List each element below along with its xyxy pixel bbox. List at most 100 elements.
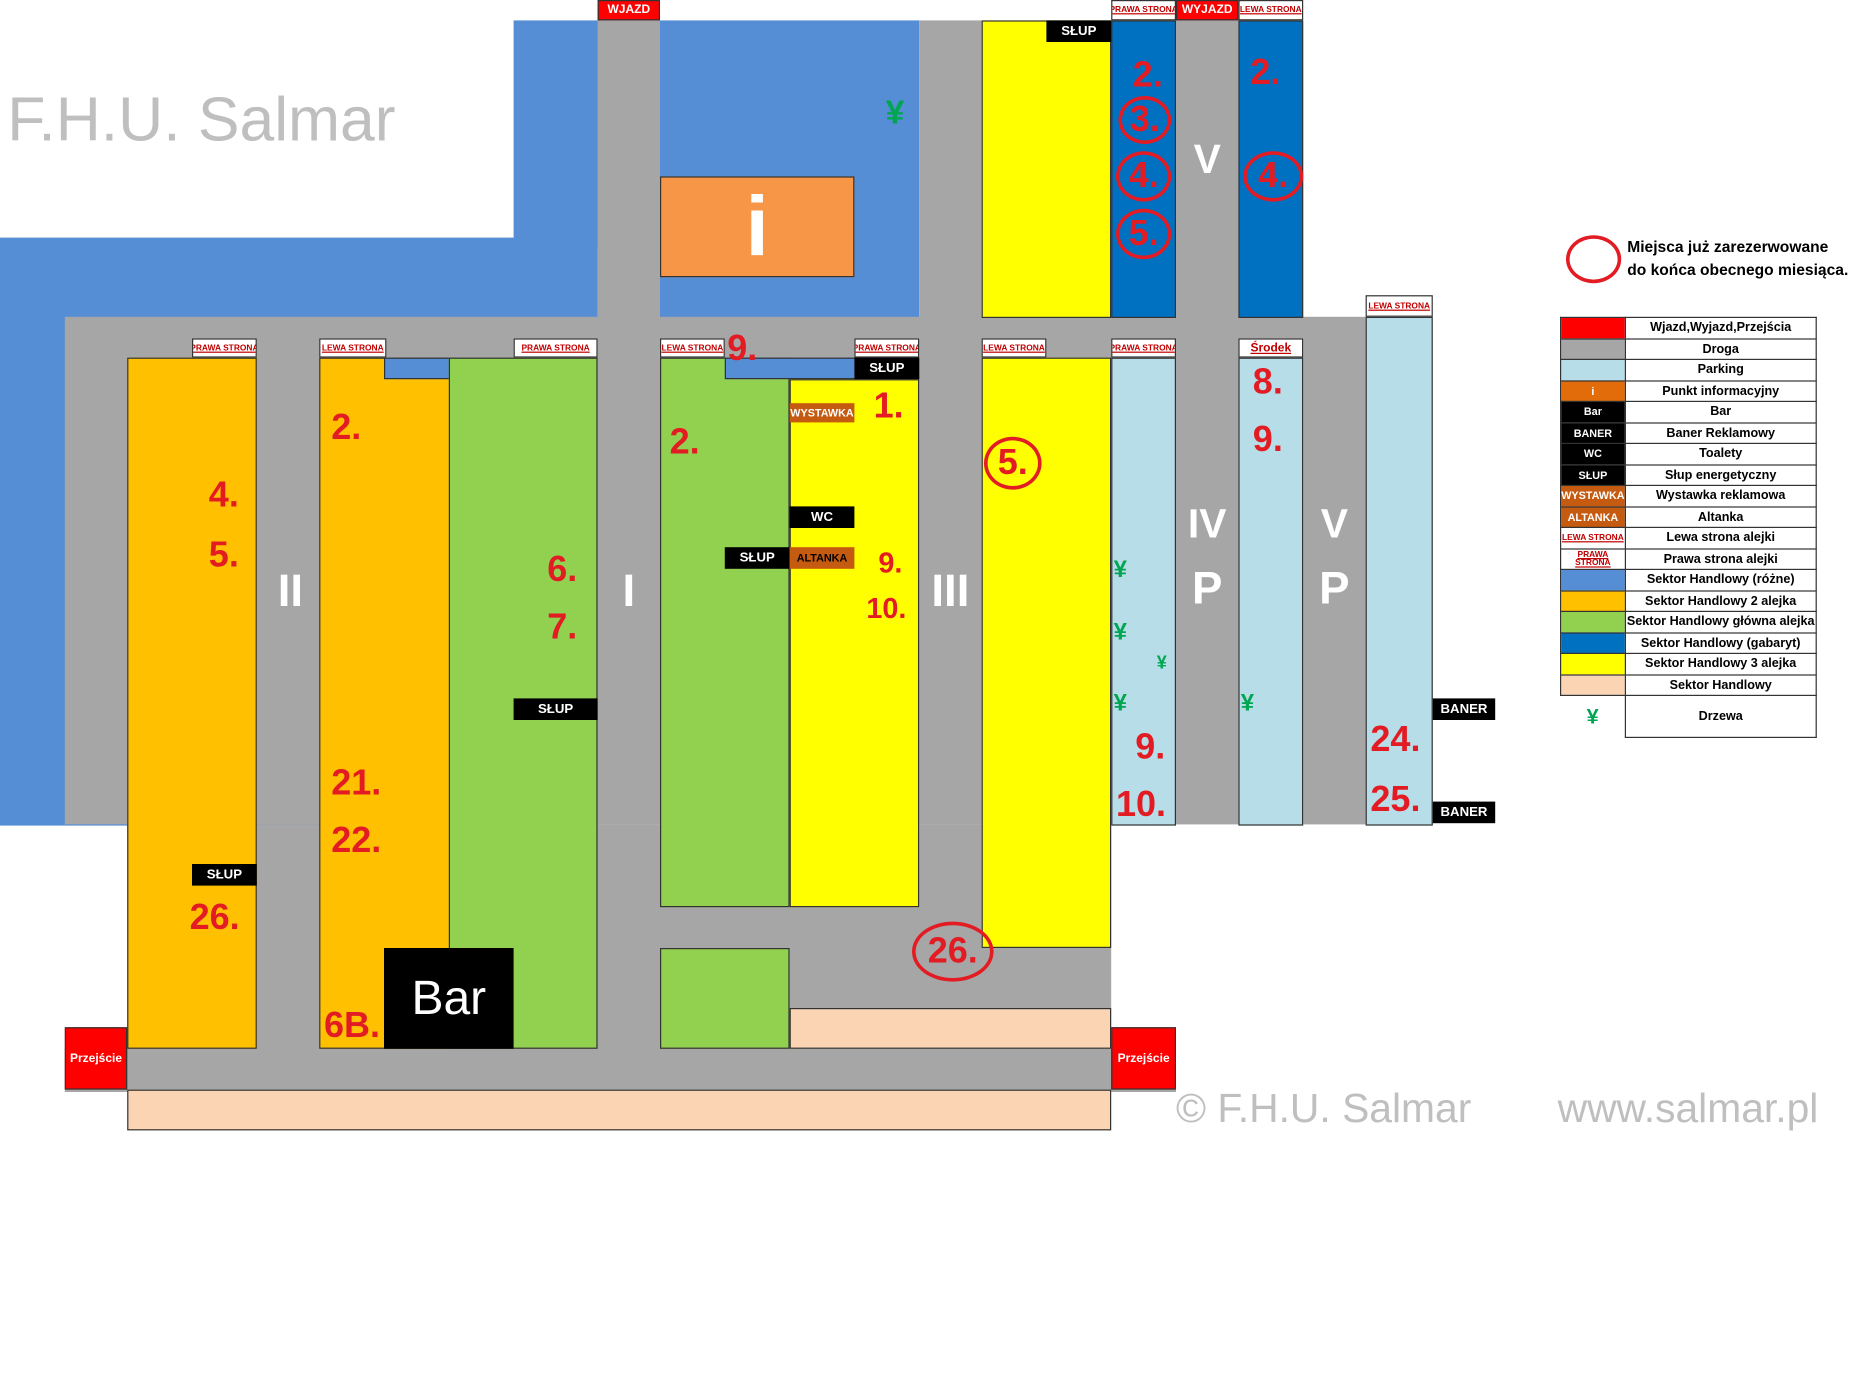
parking-label: P bbox=[1191, 564, 1223, 615]
stall-number: 1. bbox=[873, 386, 904, 427]
reserved-stall: 4. bbox=[1116, 151, 1172, 202]
reserved-stall: 5. bbox=[984, 436, 1042, 490]
legend-label: Sektor Handlowy 3 alejka bbox=[1624, 652, 1817, 675]
stall-number: 6B. bbox=[324, 1005, 381, 1046]
legend-row: Sektor Handlowy (różne) bbox=[1560, 568, 1817, 591]
sector-main-c bbox=[660, 948, 790, 1049]
wc-tag: WC bbox=[789, 506, 855, 528]
legend-label: Słup energetyczny bbox=[1624, 463, 1817, 486]
parking-1 bbox=[1111, 357, 1176, 826]
stall-number: 2. bbox=[1132, 55, 1163, 95]
legend-label: Sektor Handlowy (różne) bbox=[1624, 568, 1817, 591]
legend-row: Sektor Handlowy bbox=[1560, 673, 1817, 696]
legend-label: Punkt informacyjny bbox=[1624, 379, 1817, 402]
legend-row: Sektor Handlowy 3 alejka bbox=[1560, 652, 1817, 675]
sector-mixed-top bbox=[513, 20, 600, 249]
stall-number: 2. bbox=[331, 408, 362, 448]
stall-number: 4. bbox=[208, 475, 239, 515]
side-label-right: PRAWA STRONA bbox=[1111, 0, 1176, 21]
sector-peach-small bbox=[789, 1008, 1112, 1049]
legend-swatch: Bar bbox=[1560, 400, 1626, 423]
legend-swatch: WYSTAWKA bbox=[1560, 484, 1626, 507]
legend-swatch: BANER bbox=[1560, 421, 1626, 444]
footer-url: www.salmar.pl bbox=[1557, 1086, 1819, 1132]
side-label-center: Środek bbox=[1238, 338, 1304, 358]
reserved-stall: 3. bbox=[1118, 96, 1172, 144]
tree-icon: ¥ bbox=[1240, 690, 1255, 717]
reserved-stall: 4. bbox=[1243, 151, 1304, 202]
alley-label-i: I bbox=[622, 566, 636, 617]
banner-tag: BANER bbox=[1432, 698, 1496, 720]
road-upper bbox=[919, 20, 982, 321]
parking-label: P bbox=[1319, 564, 1350, 615]
exit-sign: WYJAZD bbox=[1176, 0, 1239, 21]
sector-peach-bottom bbox=[127, 1089, 1112, 1131]
reserved-note-line2: do końca obecnego miesiąca. bbox=[1627, 260, 1849, 279]
legend-row: Sektor Handlowy główna alejka bbox=[1560, 610, 1817, 633]
legend-label: Baner Reklamowy bbox=[1624, 421, 1817, 444]
tree-icon: ¥ bbox=[885, 93, 905, 131]
legend-label: Altanka bbox=[1624, 505, 1817, 528]
legend-swatch bbox=[1560, 589, 1626, 612]
reserved-circle-icon bbox=[1566, 235, 1622, 284]
legend-row: Sektor Handlowy (gabaryt) bbox=[1560, 631, 1817, 654]
sector-yellow-top bbox=[981, 20, 1112, 319]
stall-number: 22. bbox=[331, 820, 382, 861]
legend-label: Bar bbox=[1624, 400, 1817, 423]
parking-2 bbox=[1238, 357, 1304, 826]
legend-label: Lewa strona alejki bbox=[1624, 526, 1817, 549]
legend-row: ¥Drzewa bbox=[1560, 694, 1817, 739]
side-label-left: LEWA STRONA bbox=[1365, 295, 1433, 317]
legend-swatch: ALTANKA bbox=[1560, 505, 1626, 528]
pole-tag: SŁUP bbox=[854, 357, 920, 380]
legend-label: Parking bbox=[1624, 358, 1817, 381]
legend-row: Sektor Handlowy 2 alejka bbox=[1560, 589, 1817, 612]
entrance-sign: WJAZD bbox=[597, 0, 660, 21]
pole-tag: SŁUP bbox=[513, 698, 598, 720]
stall-number: 6. bbox=[547, 549, 578, 590]
side-label-left: LEWA STRONA bbox=[319, 338, 387, 358]
alley-label-ii: II bbox=[277, 566, 304, 617]
side-label-right: PRAWA STRONA bbox=[192, 338, 257, 358]
side-label-left: LEWA STRONA bbox=[1238, 0, 1304, 21]
tree-icon: ¥ bbox=[1113, 619, 1127, 646]
stall-number: 8. bbox=[1252, 362, 1283, 403]
banner-tag: BANER bbox=[1432, 801, 1496, 824]
legend-swatch bbox=[1560, 316, 1626, 339]
tree-icon: ¥ bbox=[1113, 556, 1127, 584]
legend-swatch bbox=[1560, 337, 1626, 360]
pole-tag: SŁUP bbox=[1046, 20, 1112, 42]
legend-swatch bbox=[1560, 631, 1626, 654]
stall-number: 9. bbox=[878, 547, 903, 580]
gazebo-tag: ALTANKA bbox=[789, 547, 855, 569]
stall-number: 25. bbox=[1370, 780, 1421, 820]
crossing-left: Przejście bbox=[64, 1027, 128, 1090]
legend-label: Sektor Handlowy bbox=[1624, 673, 1817, 696]
sector-alley3-b bbox=[981, 357, 1112, 949]
crossing-right: Przejście bbox=[1111, 1027, 1176, 1090]
legend-swatch: PRAWA STRONA bbox=[1560, 547, 1626, 570]
tree-icon: ¥ bbox=[1156, 652, 1167, 674]
stall-number: 7. bbox=[547, 607, 578, 647]
side-label-left: LEWA STRONA bbox=[981, 338, 1047, 358]
stall-number: 21. bbox=[331, 763, 382, 803]
sector-alley3-a bbox=[789, 379, 920, 908]
exhibit-tag: WYSTAWKA bbox=[789, 403, 855, 423]
stall-number: 10. bbox=[1116, 784, 1167, 825]
pole-tag: SŁUP bbox=[724, 547, 790, 569]
road-entrance bbox=[597, 20, 660, 321]
stall-number: 9. bbox=[727, 328, 758, 369]
legend-swatch bbox=[1560, 358, 1626, 381]
reserved-stall: 5. bbox=[1116, 208, 1172, 260]
legend-swatch bbox=[1560, 652, 1626, 675]
alley-label-iii: III bbox=[931, 566, 970, 617]
legend-swatch bbox=[1560, 568, 1626, 591]
